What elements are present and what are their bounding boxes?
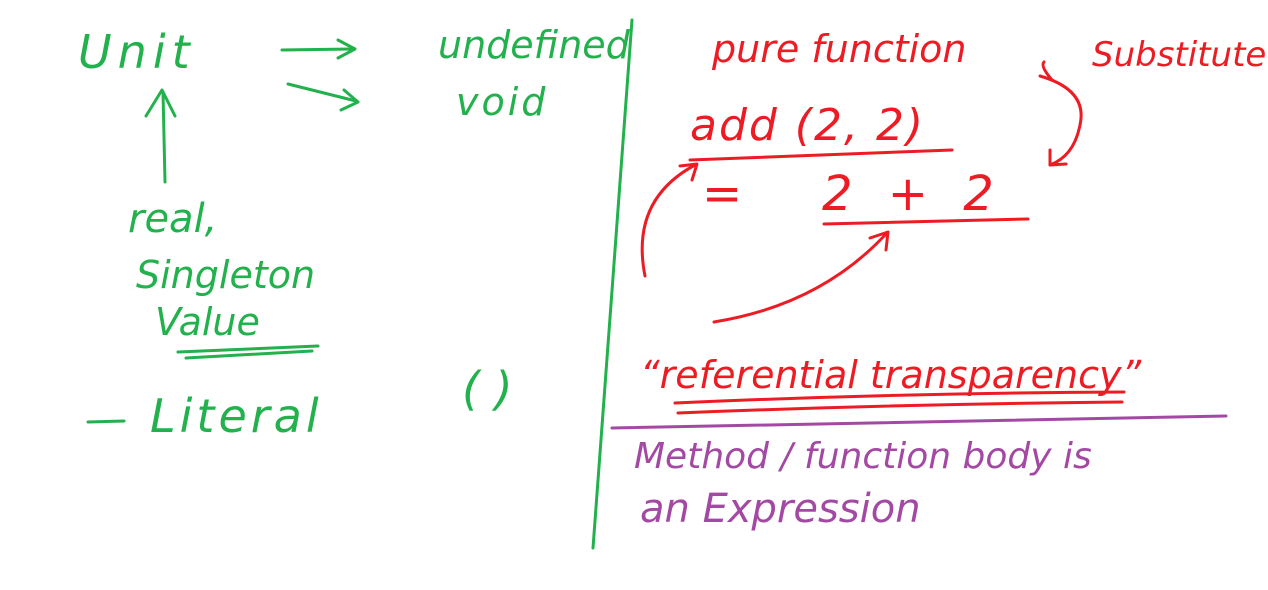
add-expression: add (2, 2) bbox=[690, 100, 925, 151]
method-body-label: Method / function body is bbox=[634, 436, 1092, 477]
substitute-arrow-head-bottom bbox=[1048, 148, 1068, 167]
equals-sign: = bbox=[702, 166, 742, 222]
up-arrow-shaft bbox=[161, 90, 167, 184]
literal-dash bbox=[86, 419, 126, 424]
substitute-curve-arrow bbox=[1038, 74, 1083, 167]
referential-underline-2 bbox=[676, 400, 1124, 415]
value-label: Value bbox=[155, 300, 260, 344]
left-curve-arrow-head bbox=[678, 162, 699, 182]
arrow-unit-void-shaft bbox=[286, 82, 358, 103]
divider-line bbox=[591, 18, 634, 550]
bottom-divider-line bbox=[610, 414, 1228, 430]
left-curve-arrow bbox=[640, 163, 697, 278]
real-label: real, bbox=[128, 196, 217, 242]
sum-expression: 2 + 2 bbox=[822, 166, 1004, 222]
singleton-label: Singleton bbox=[136, 253, 315, 297]
literal-label: Literal bbox=[150, 389, 323, 443]
value-underline-1 bbox=[176, 344, 320, 354]
unit-label: Unit bbox=[78, 25, 196, 79]
bottom-curve-arrow-head bbox=[868, 230, 890, 252]
up-arrow-head bbox=[144, 88, 177, 118]
arrow-unit-undefined-head bbox=[336, 38, 357, 60]
referential-underline-1 bbox=[673, 390, 1126, 405]
substitute-label: Substitute bbox=[1092, 35, 1266, 75]
add-underline bbox=[688, 148, 954, 162]
arrow-unit-undefined-shaft bbox=[280, 47, 354, 52]
substitute-arrow-head-top bbox=[1041, 60, 1054, 82]
arrow-unit-void-head bbox=[339, 88, 360, 112]
sum-underline bbox=[822, 217, 1030, 226]
expression-label: an Expression bbox=[640, 486, 921, 532]
referential-transparency-label: “referential transparency” bbox=[640, 353, 1141, 397]
undefined-label: undefined bbox=[438, 23, 631, 67]
void-label: void bbox=[456, 80, 548, 124]
bottom-curve-arrow bbox=[712, 232, 888, 324]
value-underline-2 bbox=[184, 349, 314, 360]
pure-function-label: pure function bbox=[711, 27, 967, 71]
empty-parens: ( ) bbox=[462, 362, 513, 416]
